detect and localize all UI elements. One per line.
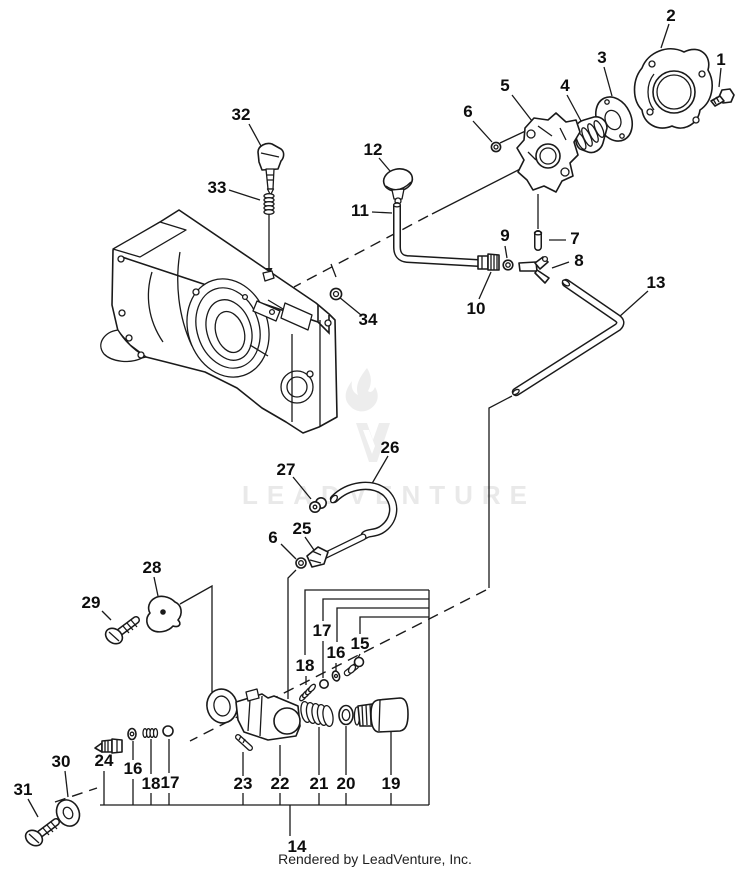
part-label-6: 6 (463, 102, 473, 121)
part-29-screw (103, 620, 137, 647)
part-label-7: 7 (570, 229, 580, 248)
part-34-nut (330, 288, 341, 299)
part-22-pump-piston (204, 686, 300, 740)
part-33-spring (264, 194, 274, 215)
part-10-tube-fitting (478, 254, 499, 270)
part-label-18: 18 (295, 656, 315, 675)
part-30-washer (52, 796, 83, 830)
part-label-33: 33 (207, 178, 227, 197)
part-11-oil-tube (394, 203, 478, 263)
part-21-spring (299, 701, 334, 727)
part-4-worm-gear (574, 117, 607, 153)
part-label-8: 8 (574, 251, 584, 270)
part-label-13: 13 (646, 273, 666, 292)
part-label-30: 30 (51, 752, 71, 771)
part-26-hose (329, 486, 393, 535)
part-24-fitting (95, 739, 122, 753)
part-label-18: 18 (141, 774, 161, 793)
crankcase-drawing (101, 210, 337, 433)
part-label-19: 19 (381, 774, 401, 793)
part-label-15: 15 (350, 634, 370, 653)
part-label-11: 11 (351, 201, 369, 220)
part-8-y-fitting (519, 257, 549, 283)
part-label-26: 26 (380, 438, 400, 457)
part-9-washer (503, 260, 513, 270)
part-label-23: 23 (233, 774, 253, 793)
part-label-25: 25 (292, 519, 312, 538)
part-label-2: 2 (666, 6, 676, 25)
part-16-washer-lower (128, 729, 136, 740)
part-label-21: 21 (309, 774, 329, 793)
part-19-pump-plug (354, 698, 408, 732)
part-7-pin (534, 231, 541, 247)
part-label-9: 9 (500, 226, 510, 245)
installed-bolt-mark (263, 271, 274, 281)
part-label-10: 10 (466, 299, 486, 318)
part-label-17: 17 (312, 621, 332, 640)
part-label-5: 5 (500, 76, 510, 95)
part-6-nut-upper (491, 142, 500, 151)
part-label-16: 16 (123, 759, 143, 778)
part-18-spring-upper (298, 683, 316, 702)
part-label-22: 22 (270, 774, 290, 793)
part-label-14: 14 (287, 837, 307, 856)
part-27-clamp (310, 498, 326, 512)
part-31-screw (23, 822, 57, 849)
part-16-washer-upper (331, 670, 340, 681)
part-15-screw-small (347, 658, 364, 675)
part-5-oil-pump-body (517, 113, 580, 192)
part-label-1: 1 (716, 50, 726, 69)
part-label-4: 4 (560, 76, 570, 95)
part-17-ring-upper (320, 680, 328, 688)
part-label-16: 16 (326, 643, 346, 662)
part-23-pin (238, 736, 250, 748)
part-2-backing-plate (635, 49, 713, 128)
part-label-29: 29 (81, 593, 101, 612)
leadventure-flame-logo (345, 368, 390, 462)
part-label-34: 34 (358, 310, 378, 329)
part-label-6: 6 (268, 528, 278, 547)
part-label-20: 20 (336, 774, 356, 793)
part-label-12: 12 (363, 140, 383, 159)
part-17-ring-lower (163, 726, 173, 736)
part-label-31: 31 (13, 780, 33, 799)
part-label-32: 32 (231, 105, 251, 124)
part-18-spring-lower (143, 729, 158, 738)
part-label-28: 28 (142, 558, 162, 577)
part-32-cap-bolt (258, 143, 284, 195)
part-28-pump-cam-plate (147, 596, 181, 631)
footer-credit: Rendered by LeadVenture, Inc. (278, 851, 472, 867)
group-bracket-14 (100, 590, 429, 836)
part-25-hose-fitting (307, 537, 363, 567)
part-20-o-ring (339, 706, 353, 725)
part-13-oil-pickup-tube (512, 279, 620, 396)
part-label-3: 3 (597, 48, 607, 67)
part-6-nut-lower (296, 558, 306, 568)
part-label-27: 27 (276, 460, 296, 479)
part-label-24: 24 (94, 751, 114, 770)
part-label-17: 17 (160, 773, 180, 792)
part-1-bolt (711, 89, 734, 106)
part-12-knob (382, 166, 415, 204)
